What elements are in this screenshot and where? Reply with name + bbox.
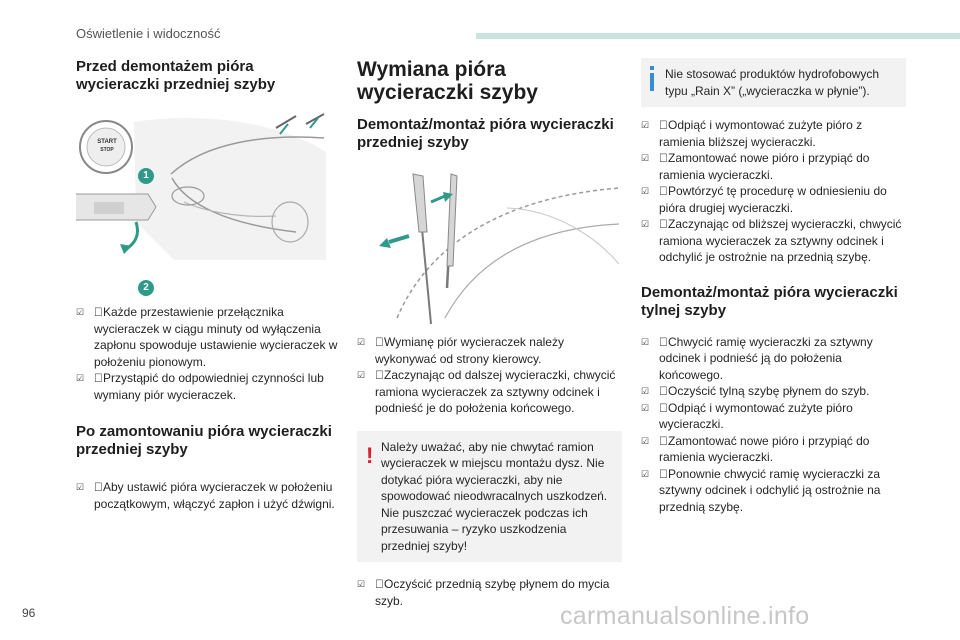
bullet-icon: ☑ bbox=[641, 120, 650, 130]
cleaning-steps: ☑Oczyścić przednią szybę płynem do mycia… bbox=[357, 576, 622, 609]
heading-front-wiper: Demontaż/montaż pióra wycieraczki przedn… bbox=[357, 116, 614, 151]
start-stop-button-ring bbox=[79, 120, 133, 174]
warning-box: ! Należy uważać, aby nie chwytać ramion … bbox=[357, 430, 622, 562]
heading-rear-wiper: Demontaż/montaż pióra wycieraczki tylnej… bbox=[641, 283, 898, 319]
wiper-stalk-illustration: START STOP 1 2 bbox=[76, 112, 338, 296]
list-item: ☑Powtórzyć tę procedurę w odniesieniu do… bbox=[641, 184, 887, 215]
warning-icon: ! bbox=[366, 442, 374, 468]
page-number: 96 bbox=[22, 606, 36, 620]
callout-1: 1 bbox=[138, 168, 154, 184]
heading-after-installation: Po zamontowaniu pióra wycieraczki przedn… bbox=[76, 423, 332, 458]
list-item: ☑Zaczynając od dalszej wycieraczki, chwy… bbox=[357, 368, 616, 415]
bullet-icon: ☑ bbox=[641, 435, 650, 446]
info-box: Nie stosować produktów hydrofobowych typ… bbox=[641, 58, 906, 107]
info-icon bbox=[650, 66, 654, 92]
list-item: ☑Aby ustawić pióra wycieraczek w położen… bbox=[76, 480, 335, 511]
bullet-icon: ☑ bbox=[357, 370, 366, 380]
list-item: ☑Chwycić ramię wycieraczki za sztywny od… bbox=[641, 334, 873, 382]
bullet-icon: ☑ bbox=[641, 153, 650, 163]
stop-label: STOP bbox=[100, 147, 114, 153]
left-column: Przed demontażem pióra wycieraczki przed… bbox=[76, 58, 338, 512]
start-stop-button: START STOP bbox=[92, 138, 122, 154]
bullet-icon: ☑ bbox=[76, 307, 85, 317]
watermark: carmanualsonline.info bbox=[560, 602, 810, 630]
bullet-icon: ☑ bbox=[76, 482, 85, 492]
bullet-icon: ☑ bbox=[641, 186, 650, 196]
list-item: ☑Oczyścić tylną szybę płynem do szyb. bbox=[641, 384, 870, 398]
list-item: ☑Zamontować nowe pióro i przypiąć do ram… bbox=[641, 433, 870, 465]
bullet-icon: ☑ bbox=[641, 336, 650, 347]
list-item: ☑Zamontować nowe pióro i przypiąć do ram… bbox=[641, 151, 870, 182]
list-item: ☑Przystąpić do odpowiedniej czynności lu… bbox=[76, 371, 324, 402]
bullet-icon: ☑ bbox=[641, 402, 650, 413]
front-wiper-illustration bbox=[357, 168, 620, 325]
list-item: ☑Zaczynając od bliższej wycieraczki, chw… bbox=[641, 217, 902, 264]
middle-column: Wymiana pióra wycieraczki szyby Demontaż… bbox=[357, 58, 622, 609]
info-text: Nie stosować produktów hydrofobowych typ… bbox=[665, 67, 880, 98]
front-wiper-replace-steps: ☑Odpiąć i wymontować zużyte pióro z rami… bbox=[641, 117, 906, 266]
bullet-icon: ☑ bbox=[641, 386, 650, 396]
front-wiper-steps: ☑Wymianę piór wycieraczek należy wykonyw… bbox=[357, 334, 622, 417]
list-item: ☑Oczyścić przednią szybę płynem do mycia… bbox=[357, 577, 610, 608]
right-column: Nie stosować produktów hydrofobowych typ… bbox=[641, 58, 906, 515]
section-title: Oświetlenie i widoczność bbox=[76, 26, 221, 41]
rear-wiper-steps: ☑Chwycić ramię wycieraczki za sztywny od… bbox=[641, 334, 906, 516]
bullet-icon: ☑ bbox=[76, 373, 85, 383]
list-item: ☑Odpiąć i wymontować zużyte pióro z rami… bbox=[641, 118, 863, 149]
bullet-icon: ☑ bbox=[357, 337, 366, 347]
car-wiper-diagram bbox=[76, 113, 326, 262]
callout-2: 2 bbox=[138, 280, 154, 296]
after-installation-steps: ☑Aby ustawić pióra wycieraczek w położen… bbox=[76, 479, 338, 512]
heading-before-removal: Przed demontażem pióra wycieraczki przed… bbox=[76, 58, 276, 93]
list-item: ☑Każde przestawienie przełącznika wycier… bbox=[76, 305, 338, 369]
list-item: ☑Ponownie chwycić ramię wycieraczki za s… bbox=[641, 466, 881, 514]
bullet-icon: ☑ bbox=[641, 219, 650, 229]
section-header-bar bbox=[476, 33, 960, 39]
list-item: ☑Odpiąć i wymontować zużyte pióro wycier… bbox=[641, 400, 853, 432]
list-item: ☑Wymianę piór wycieraczek należy wykonyw… bbox=[357, 335, 564, 366]
page-heading: Wymiana pióra wycieraczki szyby bbox=[357, 58, 538, 104]
windscreen-wiper-diagram bbox=[357, 168, 620, 325]
before-removal-steps: ☑Każde przestawienie przełącznika wycier… bbox=[76, 304, 338, 403]
start-label: START bbox=[97, 139, 117, 145]
warning-text: Należy uważać, aby nie chwytać ramion wy… bbox=[381, 439, 608, 553]
bullet-icon: ☑ bbox=[357, 579, 366, 589]
bullet-icon: ☑ bbox=[641, 468, 650, 479]
